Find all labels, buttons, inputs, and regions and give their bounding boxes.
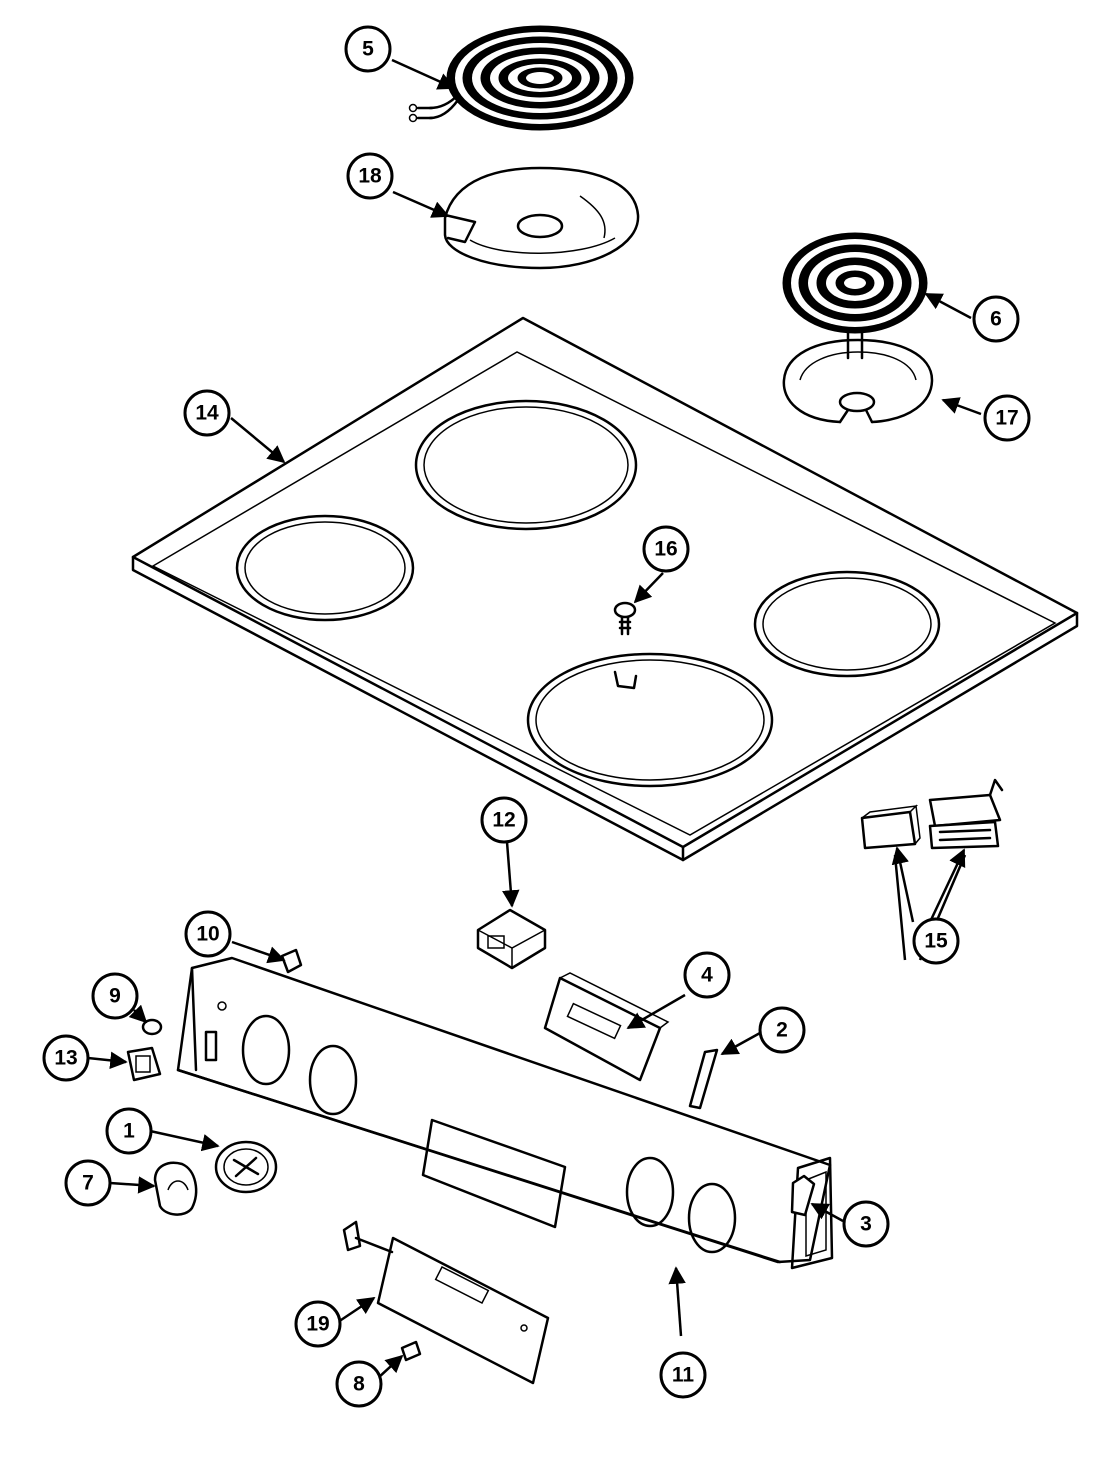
callout-8: 8 [335,1360,383,1408]
callout-7: 7 [64,1159,112,1207]
bracket [688,1048,719,1110]
wiring-terminal-kit [860,778,1004,850]
rocker-switch [126,1046,162,1082]
callout-label: 16 [654,538,677,561]
callout-label: 12 [492,809,515,832]
callout-15: 15 [912,917,960,965]
callout-label: 3 [860,1213,872,1236]
callout-label: 2 [776,1019,788,1042]
callout-label: 8 [353,1373,365,1396]
callout-10: 10 [184,910,232,958]
trim-strip [342,1220,550,1385]
large-drip-bowl [443,166,640,270]
small-button [141,1018,163,1036]
callout-label: 7 [82,1172,94,1195]
callout-1: 1 [105,1107,153,1155]
callout-label: 9 [109,985,121,1008]
callout-label: 4 [701,964,713,987]
callout-17: 17 [983,394,1031,442]
callout-4: 4 [683,951,731,999]
control-block [476,908,547,970]
callout-label: 15 [924,930,948,953]
callout-5: 5 [344,25,392,73]
callout-label: 6 [990,308,1002,331]
callout-label: 14 [195,402,219,425]
screw [613,601,637,636]
callout-6: 6 [972,295,1020,343]
callout-label: 10 [196,923,219,946]
control-knob [153,1161,198,1216]
cooktop [131,316,1079,862]
callout-3: 3 [842,1200,890,1248]
callout-12: 12 [480,796,528,844]
callout-label: 1 [123,1120,135,1143]
control-panel [176,956,834,1270]
callout-label: 13 [54,1047,77,1070]
knob-skirt [214,1140,278,1194]
callout-label: 11 [672,1364,695,1387]
small-drip-bowl [782,338,934,424]
callout-13: 13 [42,1034,90,1082]
clock-module [543,972,670,1082]
callout-19: 19 [294,1300,342,1348]
large-surface-element [408,25,634,131]
callout-9: 9 [91,972,139,1020]
small-surface-element [782,232,928,360]
callout-label: 17 [995,407,1018,430]
end-cap [790,1174,816,1217]
callout-2: 2 [758,1006,806,1054]
callout-label: 5 [362,38,374,61]
small-screw [400,1340,422,1362]
callout-11: 11 [659,1351,707,1399]
callout-14: 14 [183,389,231,437]
callout-18: 18 [346,152,394,200]
small-clip [280,948,303,974]
callout-label: 18 [358,165,382,188]
callout-label: 19 [306,1313,329,1336]
callout-16: 16 [642,525,690,573]
